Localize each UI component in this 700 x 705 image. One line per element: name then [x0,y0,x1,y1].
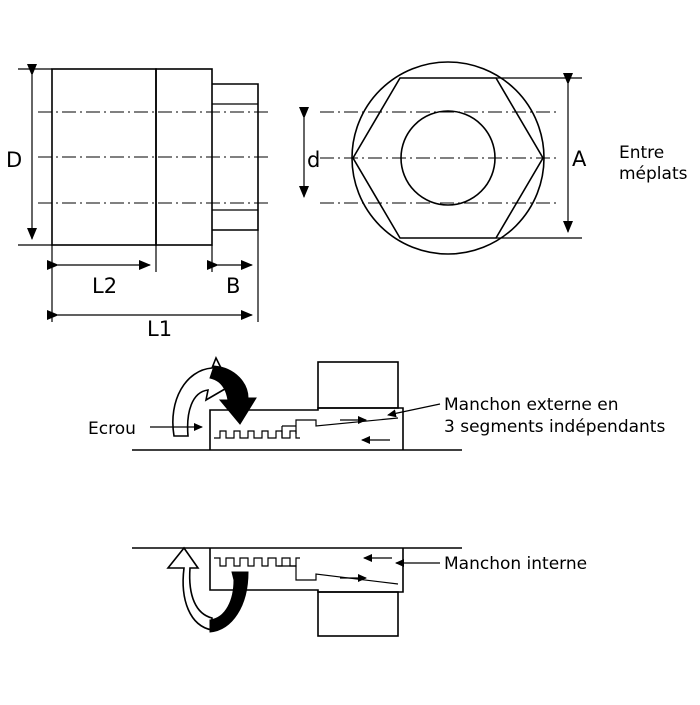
wedge-line-lower [278,565,399,585]
label-d-outer: D [6,148,22,172]
leader-outer-sleeve [387,403,441,418]
side-view [18,64,272,322]
rotation-arrow-solid-lower [209,571,249,633]
hex-head-lower [317,591,399,637]
label-l1: L1 [147,317,172,341]
label-across-flats-2: méplats [619,164,688,184]
label-a: A [572,147,587,171]
end-view [320,61,582,255]
label-outer-sleeve-1: Manchon externe en [444,395,618,415]
label-b: B [226,274,240,298]
assembly-upper [132,356,462,451]
rotation-arrow-outline-lower [166,546,213,631]
label-outer-sleeve-2: 3 segments indépendants [444,417,665,437]
wedge-step-upper [281,425,296,438]
hex-head-upper [317,361,399,409]
rotation-arrow-solid-upper [209,365,257,425]
label-across-flats-1: Entre [619,143,664,163]
nut-thread-lower [214,557,300,567]
spigot-flats [212,103,258,211]
label-inner-sleeve: Manchon interne [444,554,587,574]
assembly-lower [132,546,462,637]
label-d-inner: d [307,148,320,172]
nut-thread-upper [214,430,300,439]
wedge-line-upper [295,417,399,434]
label-nut: Ecrou [88,419,136,439]
sleeve-body-upper [209,407,404,450]
sleeve-body-lower [209,548,404,593]
label-l2: L2 [92,274,117,298]
